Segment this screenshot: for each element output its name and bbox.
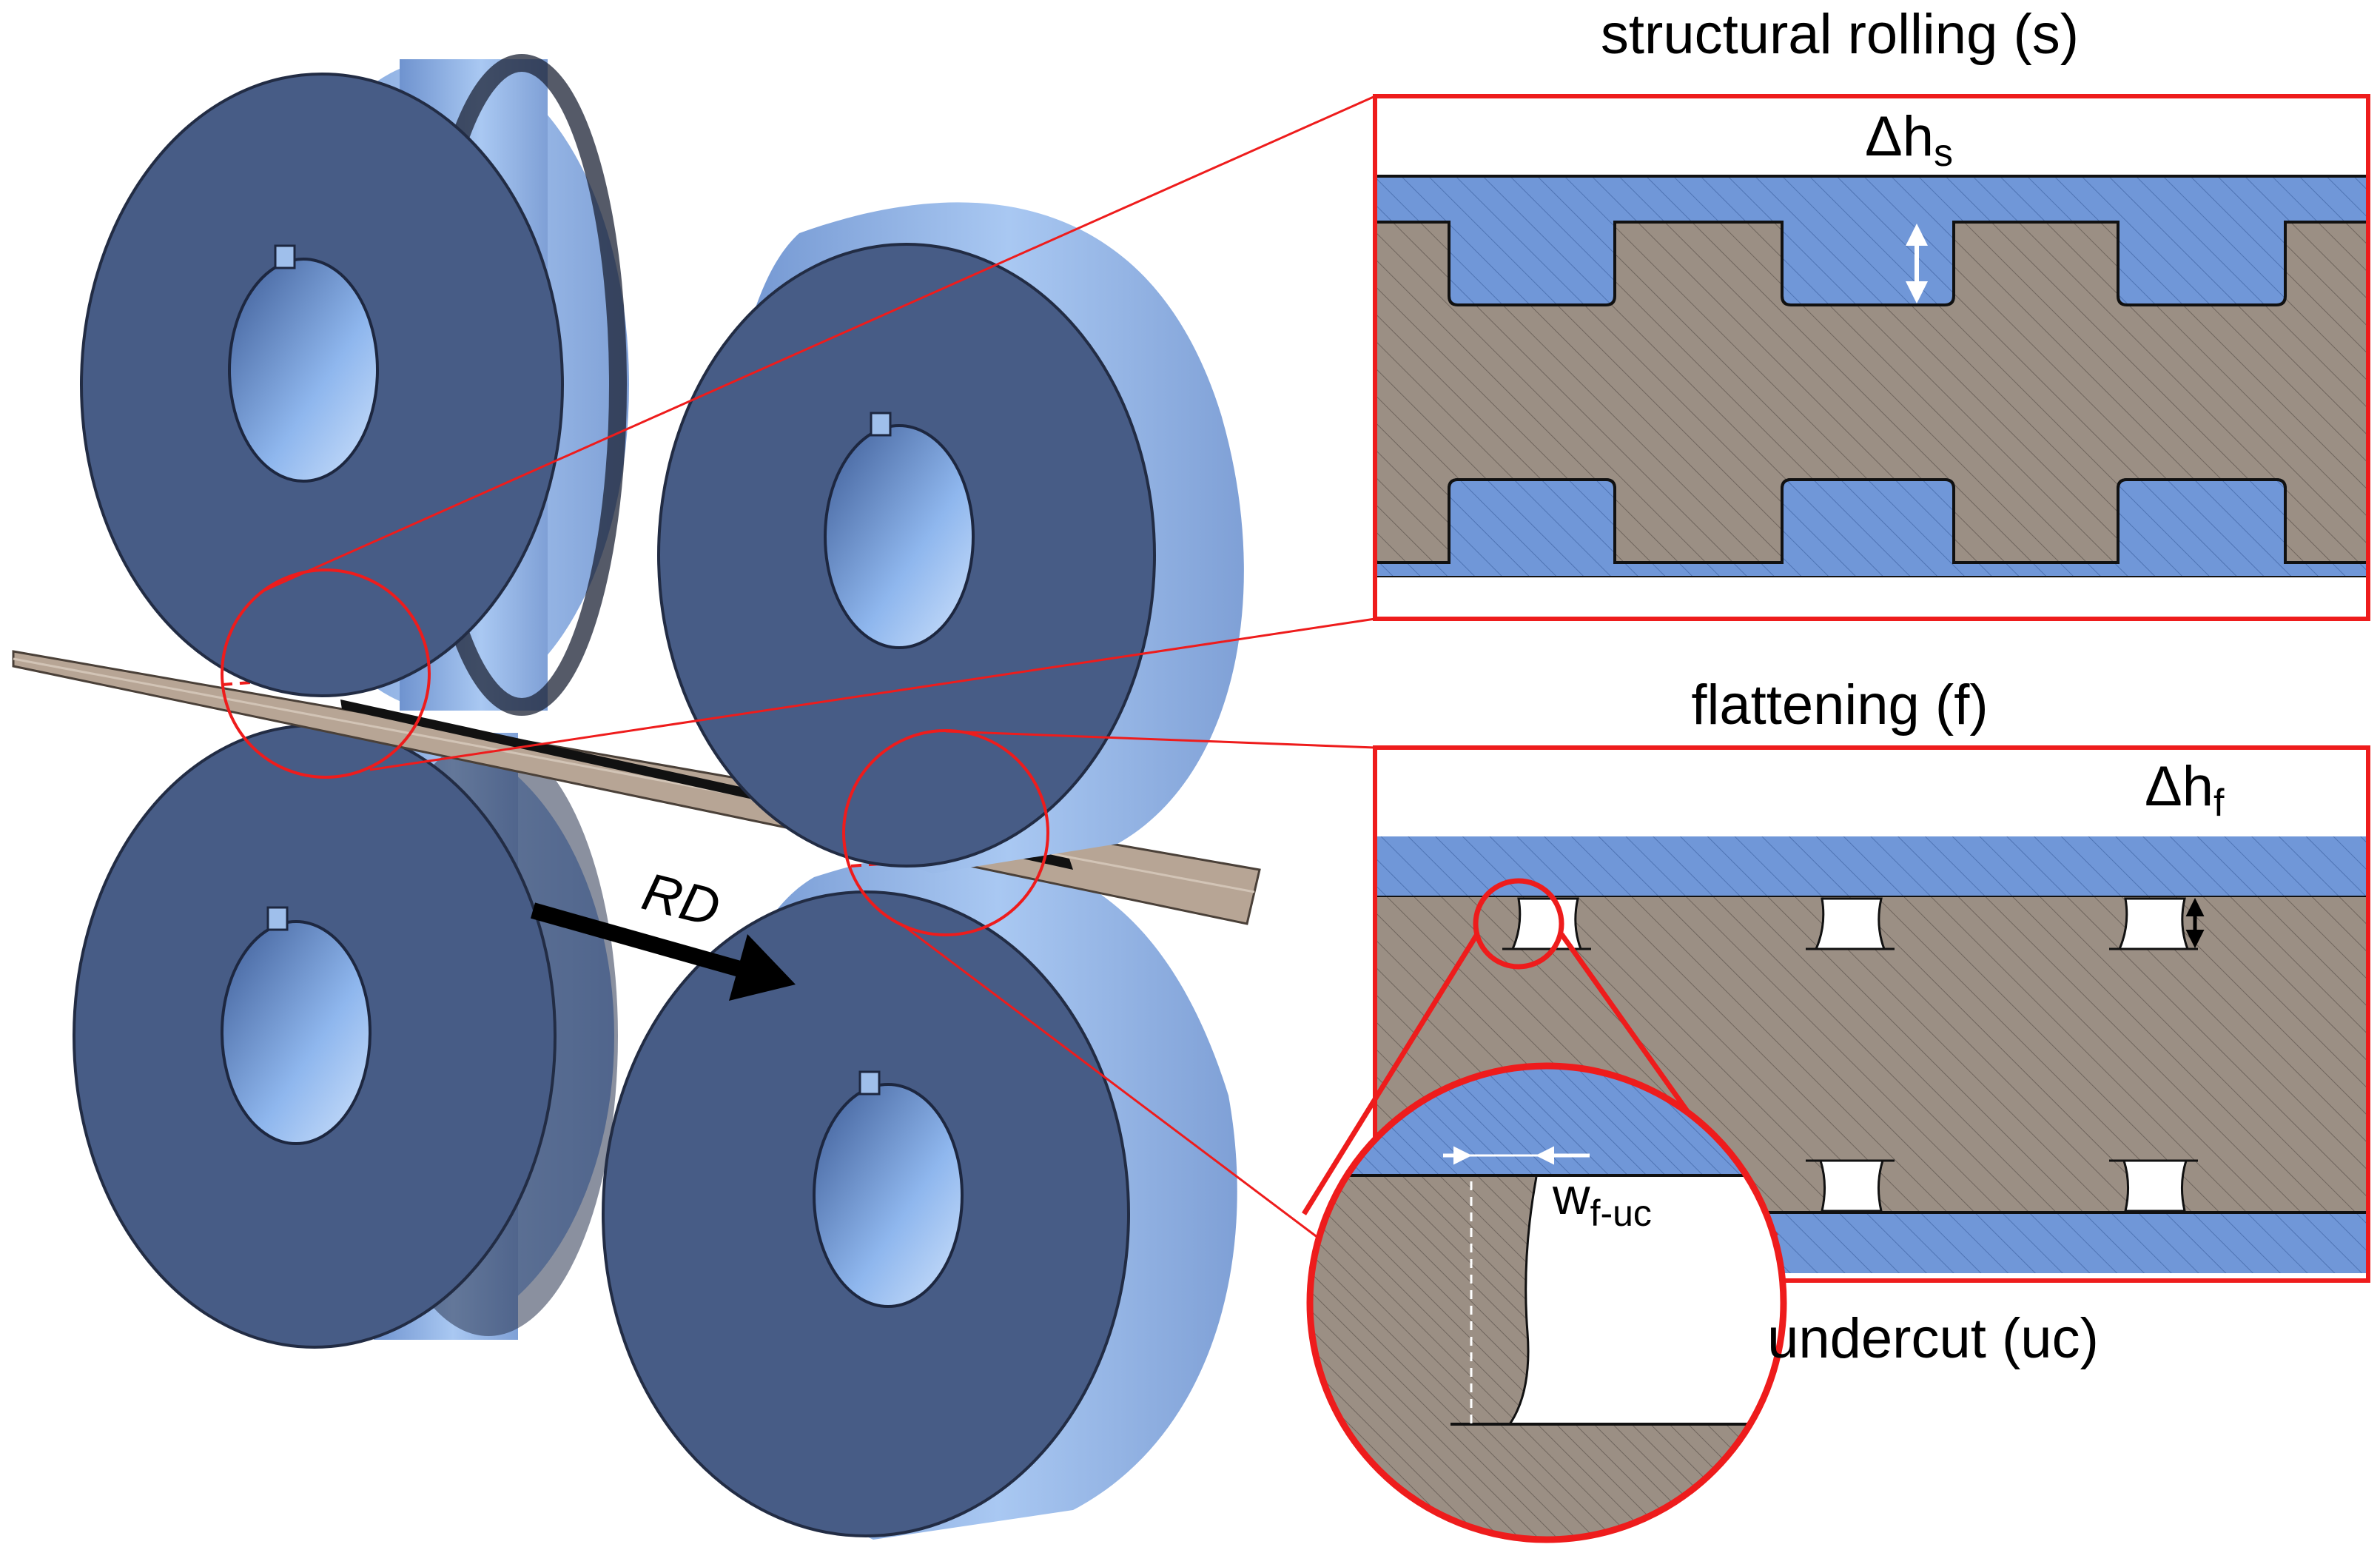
lower-flattening-roll bbox=[602, 851, 1237, 1540]
upper-flat-tool-section bbox=[1375, 836, 2368, 897]
flattening-title: flattening (f) bbox=[1691, 674, 1988, 737]
delta-hf-label: Δhf bbox=[2145, 755, 2225, 825]
upper-structuring-roll bbox=[80, 54, 629, 716]
w-f-uc-label: wf-uc bbox=[1552, 1167, 1652, 1234]
delta-hs-label: Δhs bbox=[1865, 105, 1953, 175]
undercut-source-circle bbox=[1473, 878, 1564, 970]
structural-rolling-title: structural rolling (s) bbox=[1601, 3, 2079, 66]
zoom-sheet-section bbox=[1310, 1177, 1784, 1540]
callout-circle-structuring bbox=[221, 568, 431, 779]
structural-rolling-panel bbox=[1373, 94, 2370, 621]
rolling-direction-arrow bbox=[531, 902, 796, 1001]
lower-tool-section bbox=[1375, 478, 2368, 579]
lower-structuring-roll bbox=[73, 724, 618, 1349]
undercut-title: undercut (uc) bbox=[1767, 1307, 2099, 1370]
rolling-direction-label: RD bbox=[636, 862, 725, 939]
callout-leader-lines bbox=[260, 95, 1376, 1282]
upper-tool-section bbox=[1375, 175, 2368, 306]
undercut-zoom bbox=[1302, 878, 1787, 1543]
undercut-zoom-circle bbox=[1306, 1062, 1787, 1543]
callout-circle-flattening bbox=[842, 729, 1049, 936]
upper-flattening-roll bbox=[657, 202, 1244, 873]
lower-cavities bbox=[1818, 1159, 2188, 1212]
roll-stand-illustration: RD bbox=[12, 54, 1261, 1540]
